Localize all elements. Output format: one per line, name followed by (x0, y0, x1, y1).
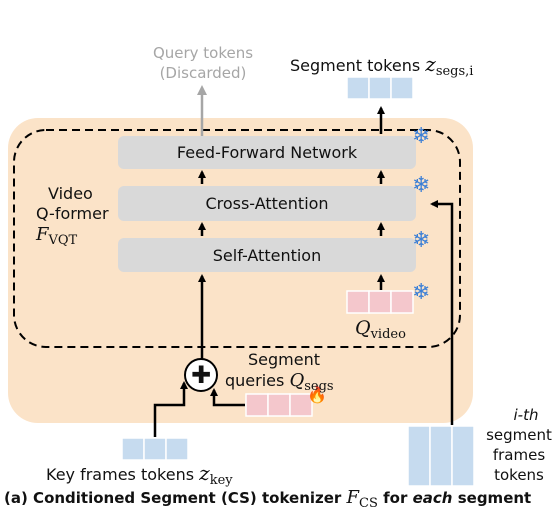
q-segs-tokens (245, 393, 313, 417)
segment-tokens-label: Segment tokens zsegs,i (290, 52, 474, 79)
segment-frame-tokens (407, 425, 475, 487)
figure-caption: (a) Conditioned Segment (CS) tokenizer F… (4, 487, 532, 511)
self-attention-block: Self-Attention (118, 238, 416, 272)
snowflake-icon: ❄ (412, 124, 431, 149)
flow-arrows (153, 106, 454, 437)
qformer-label: Q-former (36, 204, 109, 223)
plus-circle-icon: ✚ (184, 358, 218, 392)
q-video-label: Qvideo (355, 317, 406, 342)
fire-icon: 🔥 (307, 385, 327, 404)
segment-token-output (346, 76, 414, 100)
video-label: Video (48, 184, 93, 203)
video-qformer-boundary (13, 129, 461, 348)
feed-forward-network-block: Feed-Forward Network (118, 136, 416, 169)
queries-label: queries Qsegs (225, 370, 334, 394)
segment-frames-label: segment (486, 426, 552, 444)
cross-attention-block: Cross-Attention (118, 186, 416, 221)
segment-label: Segment (248, 350, 320, 369)
frames-label: frames (492, 446, 546, 464)
q-video-tokens (346, 290, 414, 314)
tokens-label: tokens (494, 466, 544, 484)
key-frame-tokens (121, 437, 189, 461)
snowflake-icon: ❄ (412, 280, 431, 305)
discarded-label: (Discarded) (159, 64, 247, 82)
query-tokens-label: Query tokens (152, 44, 254, 62)
ith-label: i-th (513, 406, 539, 424)
snowflake-icon: ❄ (412, 228, 431, 253)
snowflake-icon: ❄ (412, 173, 431, 198)
fvqt-symbol: FVQT (36, 224, 78, 248)
key-frames-label: Key frames tokens zkey (46, 461, 233, 488)
